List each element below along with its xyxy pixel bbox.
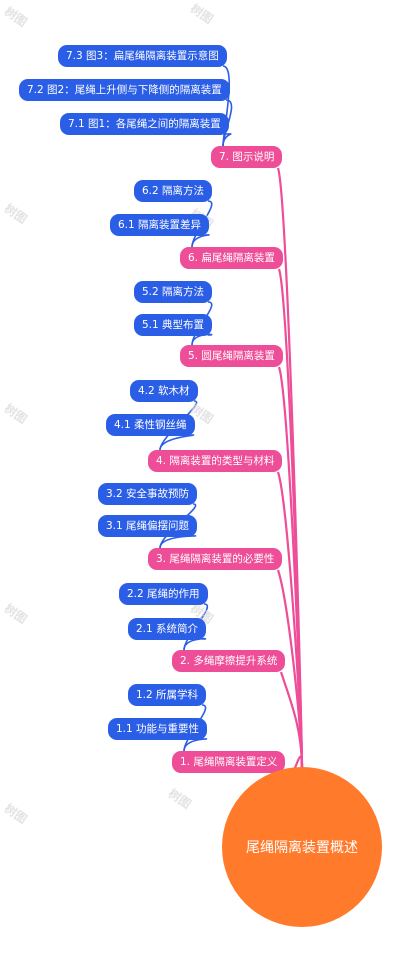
branch-node-6[interactable]: 6. 扁尾绳隔离装置 [180,247,283,269]
leaf-node-5-1[interactable]: 5.1 典型布置 [134,314,213,336]
leaf-node-1-1[interactable]: 1.1 功能与重要性 [108,718,208,740]
root-node[interactable]: 尾绳隔离装置概述 [222,767,382,927]
leaf-node-2-1[interactable]: 2.1 系统简介 [128,618,207,640]
leaf-node-5-2[interactable]: 5.2 隔离方法 [134,281,213,303]
branch-node-7[interactable]: 7. 图示说明 [211,146,283,168]
leaf-node-4-1[interactable]: 4.1 柔性钢丝绳 [106,414,195,436]
branch-node-2[interactable]: 2. 多绳摩擦提升系统 [172,650,286,672]
leaf-node-7-1[interactable]: 7.1 图1：各尾绳之间的隔离装置 [60,113,229,135]
leaf-node-6-2[interactable]: 6.2 隔离方法 [134,180,213,202]
leaf-node-1-2[interactable]: 1.2 所属学科 [128,684,207,706]
leaf-node-7-3[interactable]: 7.3 图3：扁尾绳隔离装置示意图 [58,45,227,67]
connector-line [222,133,232,147]
leaf-node-3-2[interactable]: 3.2 安全事故预防 [98,483,198,505]
leaf-node-7-2[interactable]: 7.2 图2：尾绳上升侧与下降侧的隔离装置 [19,79,230,101]
leaf-node-6-1[interactable]: 6.1 隔离装置差异 [110,214,210,236]
branch-node-1[interactable]: 1. 尾绳隔离装置定义 [172,751,286,773]
branch-node-4[interactable]: 4. 隔离装置的类型与材料 [148,450,283,472]
connector-line [191,234,210,248]
leaf-node-3-1[interactable]: 3.1 尾绳偏摆问题 [98,515,198,537]
leaf-node-4-2[interactable]: 4.2 软木材 [130,380,198,402]
connector-line [159,434,195,451]
leaf-node-2-2[interactable]: 2.2 尾绳的作用 [119,583,208,605]
branch-node-5[interactable]: 5. 圆尾绳隔离装置 [180,345,283,367]
branch-node-3[interactable]: 3. 尾绳隔离装置的必要性 [148,548,283,570]
